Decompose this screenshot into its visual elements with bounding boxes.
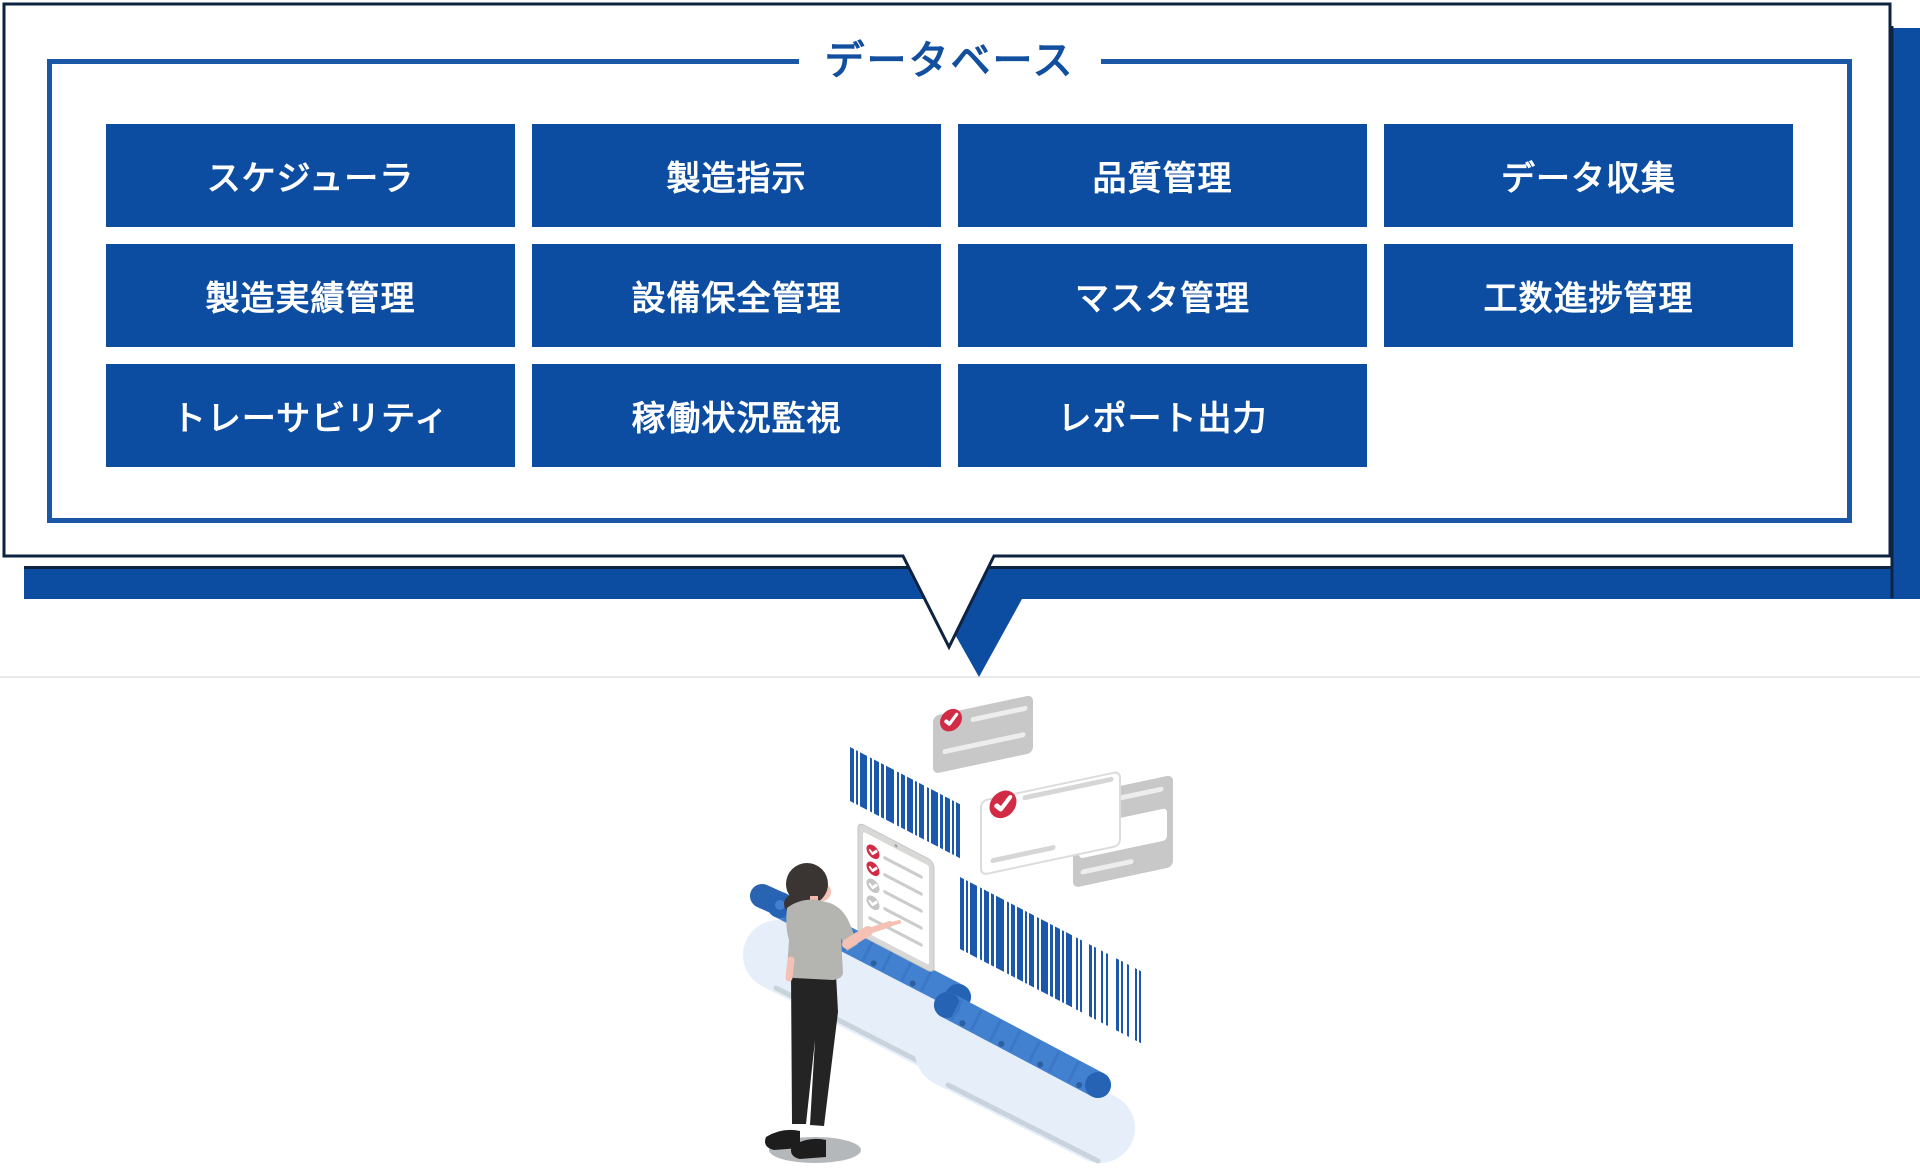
- shirt: [786, 899, 858, 980]
- browser-window-icon: [980, 771, 1121, 875]
- module-grid: スケジューラ 製造指示 品質管理 データ収集 製造実績管理 設備保全管理 マスタ…: [106, 124, 1793, 467]
- panel-title: データベース: [798, 37, 1101, 85]
- checklist-tablet-icon: [857, 823, 935, 972]
- module-quality-control: 品質管理: [958, 124, 1367, 227]
- barcode-icon: [850, 747, 960, 859]
- shoe: [765, 1129, 800, 1150]
- module-production-order: 製造指示: [532, 124, 941, 227]
- module-traceability: トレーサビリティ: [106, 364, 515, 467]
- database-panel: データベース: [47, 37, 1852, 523]
- worker-figure: [765, 863, 901, 1163]
- module-scheduler: スケジューラ: [106, 124, 515, 227]
- module-equipment-maintenance: 設備保全管理: [532, 244, 941, 347]
- factory-illustration: [743, 695, 1173, 1164]
- module-master-data: マスタ管理: [958, 244, 1367, 347]
- module-data-collection: データ収集: [1384, 124, 1793, 227]
- shoe: [791, 1138, 826, 1159]
- barcode-icon: [960, 877, 1143, 1045]
- module-manhour-progress: 工数進捗管理: [1384, 244, 1793, 347]
- browser-window-icon: [933, 695, 1033, 773]
- hand: [785, 956, 795, 982]
- pants: [791, 972, 838, 1126]
- module-report-output: レポート出力: [958, 364, 1367, 467]
- module-operation-monitoring: 稼働状況監視: [532, 364, 941, 467]
- module-production-results: 製造実績管理: [106, 244, 515, 347]
- conveyor-belt-icon: [915, 992, 1135, 1164]
- pointing-finger: [886, 920, 901, 927]
- bubble-shadow: [24, 26, 1920, 677]
